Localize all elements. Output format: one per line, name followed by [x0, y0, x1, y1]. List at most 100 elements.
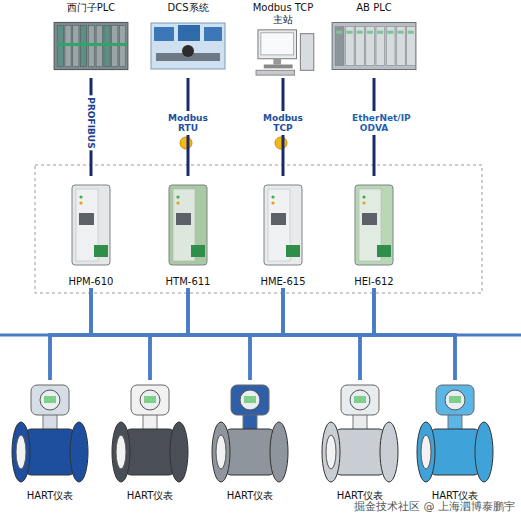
pipe-flange [322, 422, 340, 482]
meter-illustration [315, 380, 405, 490]
plc-led [357, 31, 363, 34]
hart-flowmeter: HART仪表 [205, 380, 295, 502]
protocol-label: Modbus TCP [260, 111, 306, 135]
pipe-bore [16, 435, 26, 469]
meter-head [131, 385, 169, 415]
status-led [176, 195, 179, 198]
modbus-gear-icon [180, 137, 192, 149]
node-label: HME-615 [260, 276, 305, 288]
hart-bus-connector [150, 288, 374, 380]
abplc-illustration [328, 14, 420, 78]
hart-flowmeter: HART仪表 [5, 380, 95, 502]
device-label: DCS系统 [167, 2, 208, 14]
gateway-housing [355, 185, 393, 265]
meter-body [335, 429, 385, 475]
pipe-flange [417, 422, 435, 482]
terminal-block [191, 245, 205, 257]
monitor-frame [258, 30, 297, 59]
gateway-module: HPM-610 [64, 176, 118, 288]
plc-led [398, 31, 404, 34]
meter-head [231, 385, 269, 415]
terminal-block [377, 245, 391, 257]
modbus-gear-icon [275, 137, 287, 149]
display-screen [144, 396, 156, 403]
display-screen [44, 396, 56, 403]
meter-head [31, 385, 69, 415]
dcs-screen [204, 27, 222, 41]
status-led [79, 195, 82, 198]
terminal-block [94, 245, 108, 257]
monitor-base [264, 65, 293, 69]
hart-bus-connector [374, 288, 455, 380]
gw-illustration [256, 176, 310, 276]
node-label: HEI-612 [354, 276, 393, 288]
hart-bus-connector [250, 288, 374, 380]
protocol-label: EtherNet/IP ODVA [351, 111, 397, 135]
plc-module [356, 27, 365, 66]
pipe-flange [12, 422, 30, 482]
gateway-module: HME-615 [256, 176, 310, 288]
siemens-plc: 西门子PLC [50, 2, 132, 78]
meter-illustration [205, 380, 295, 490]
device-label: AB PLC [356, 2, 391, 14]
meter-head [436, 385, 474, 415]
pipe-bore [326, 435, 336, 469]
pipe-flange [270, 422, 288, 482]
meter-body [25, 429, 75, 475]
pipe-flange [380, 422, 398, 482]
operator-figure [182, 45, 194, 57]
meter-head [341, 385, 379, 415]
node-label: HART仪表 [127, 490, 174, 502]
dcs-illustration [148, 14, 228, 78]
plc-illustration [50, 14, 132, 78]
plc-module [376, 27, 385, 66]
meter-illustration [5, 380, 95, 490]
plc-led [346, 31, 352, 34]
plc-module [366, 27, 375, 66]
hart-bus-connector [360, 288, 374, 380]
pipe-bore [216, 435, 226, 469]
port-connector [176, 213, 191, 225]
pipe-bore [421, 435, 431, 469]
plc-led [336, 31, 342, 34]
device-label: Modbus TCP 主站 [250, 2, 316, 26]
gw-illustration [64, 176, 118, 276]
status-led [79, 201, 82, 204]
plc-status-strip [57, 43, 127, 46]
pc-illustration [240, 26, 326, 78]
status-led [176, 201, 179, 204]
protocol-label: PROFIBUS [85, 95, 97, 150]
control-room [151, 23, 225, 69]
node-label: HTM-611 [166, 276, 211, 288]
monitor-stand [273, 59, 281, 65]
meter-illustration [410, 380, 500, 490]
plc-led [367, 31, 373, 34]
plc-module [396, 27, 405, 66]
display-screen [244, 396, 256, 403]
meter-display [445, 390, 465, 410]
plc-module [386, 27, 395, 66]
pipe-flange [70, 422, 88, 482]
node-label: HPM-610 [69, 276, 114, 288]
meter-display [240, 390, 260, 410]
port-connector [362, 213, 377, 225]
pipe-flange [475, 422, 493, 482]
port-connector [79, 213, 94, 225]
node-label: HART仪表 [227, 490, 274, 502]
status-led [271, 195, 274, 198]
plc-module [335, 27, 344, 66]
status-led [271, 201, 274, 204]
plc-led [377, 31, 383, 34]
gateway-housing [264, 185, 302, 265]
meter-illustration [105, 380, 195, 490]
monitor-screen [261, 33, 294, 55]
modbus-tcp-master: Modbus TCP 主站 [240, 2, 326, 78]
gateway-housing [72, 185, 110, 265]
plc-rack [54, 22, 128, 69]
hart-bus-connector [50, 288, 374, 380]
display-screen [449, 396, 461, 403]
display-screen [354, 396, 366, 403]
watermark: 掘金技术社区 @ 上海泗博泰鹏宇 [354, 499, 515, 514]
hart-flowmeter: HART仪表 [410, 380, 500, 502]
plc-led [387, 31, 393, 34]
